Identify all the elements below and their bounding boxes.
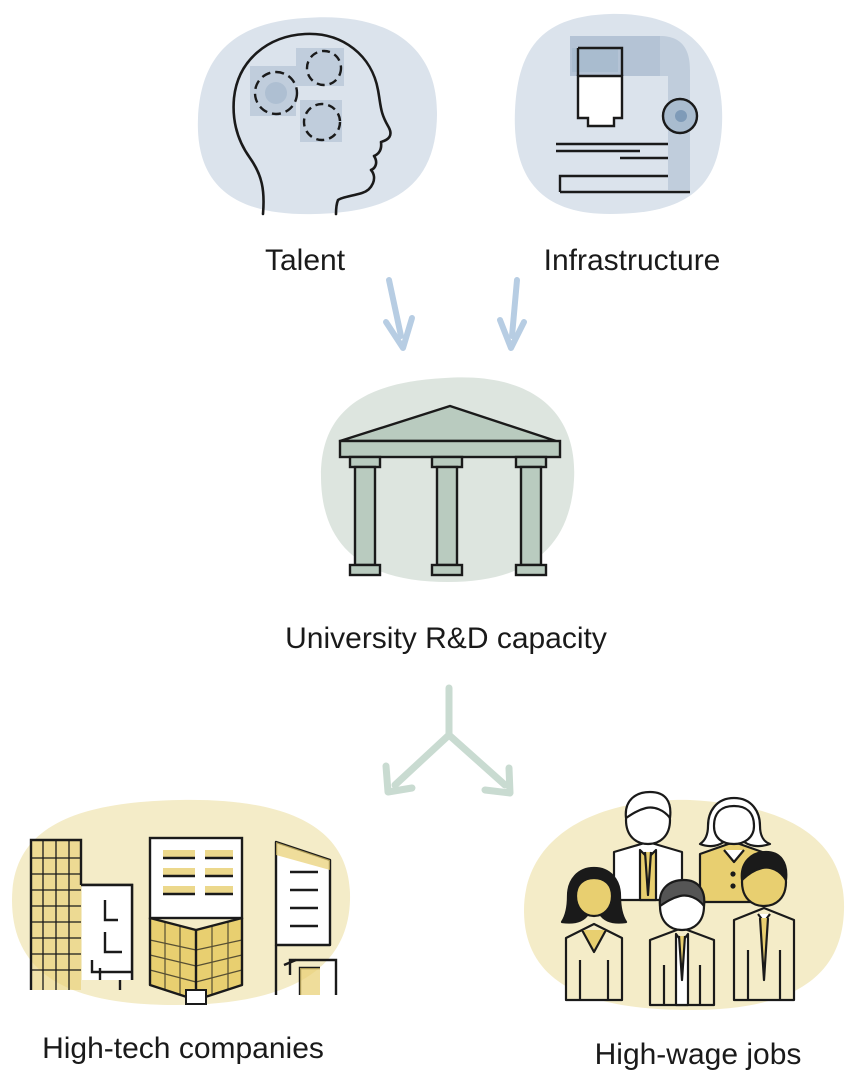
- infrastructure-label: Infrastructure: [543, 244, 721, 277]
- workers-group-icon: [523, 790, 845, 1010]
- arrow-talent-to-university: [383, 277, 415, 351]
- office-buildings-icon: [12, 799, 351, 1005]
- brain-gears-icon: [197, 17, 438, 216]
- arrow-infrastructure-to-university: [497, 277, 527, 351]
- high-tech-companies-label: High-tech companies: [42, 1032, 324, 1065]
- university-building-icon: [320, 377, 575, 582]
- high-wage-jobs-label: High-wage jobs: [594, 1038, 802, 1071]
- arrow-university-split: [382, 684, 514, 797]
- talent-label: Talent: [264, 244, 346, 277]
- university-label: University R&D capacity: [285, 622, 607, 655]
- microscope-icon: [514, 13, 723, 214]
